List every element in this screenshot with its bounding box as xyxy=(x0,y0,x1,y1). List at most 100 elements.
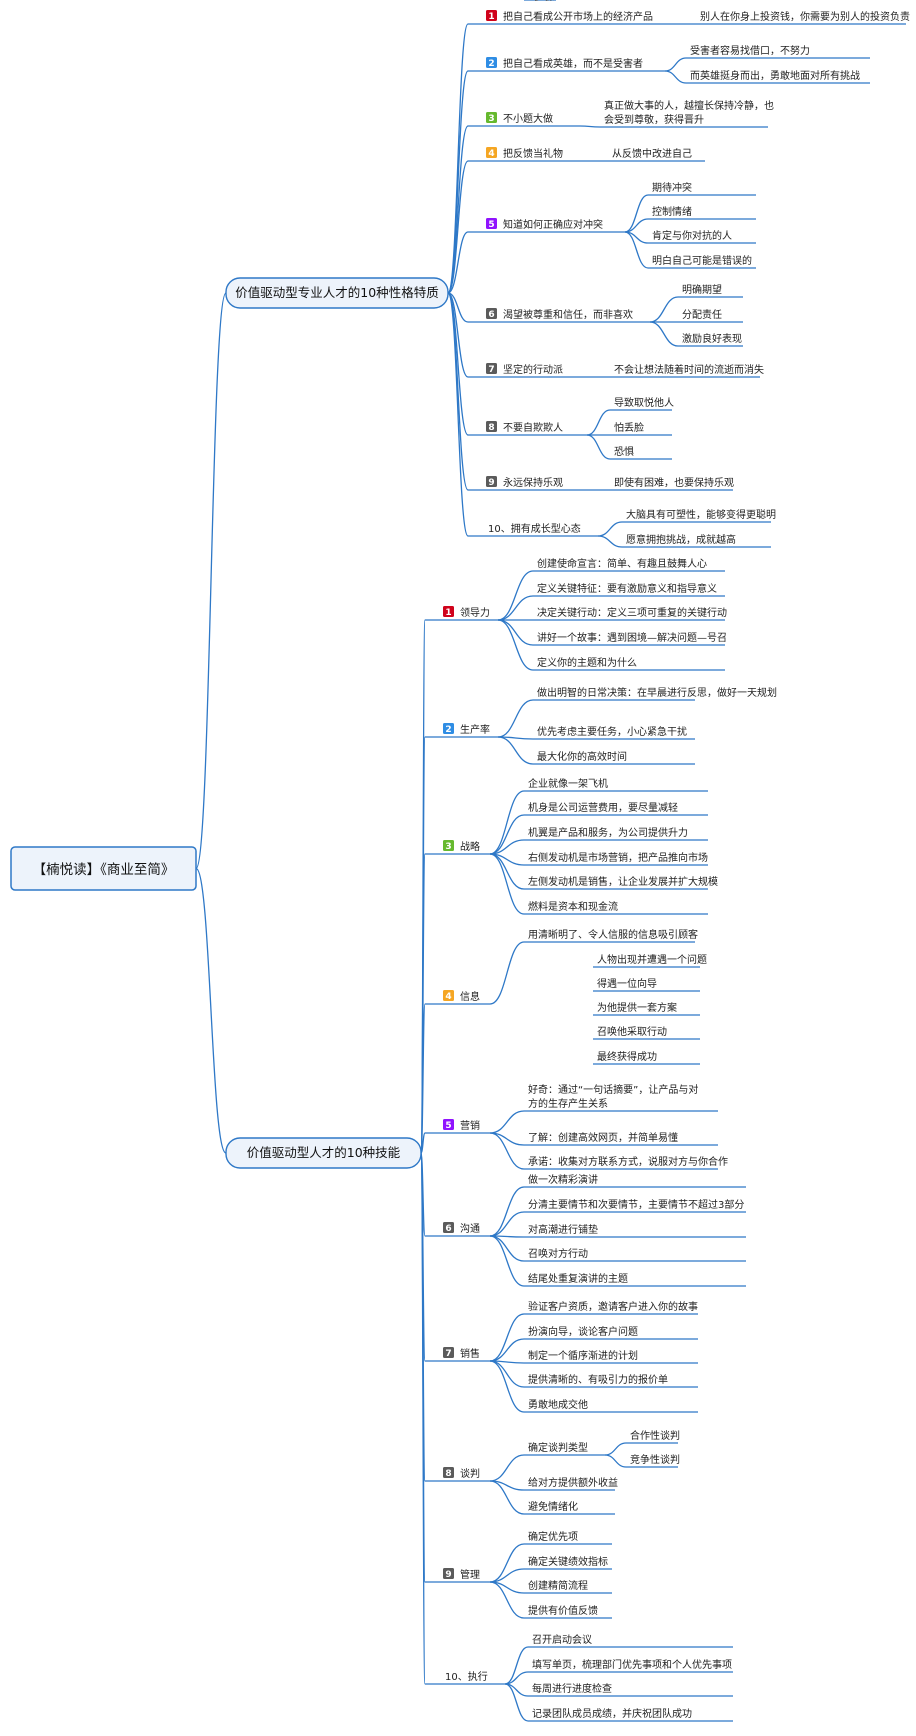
leaf-label: 不会让想法随着时间的流逝而消失 xyxy=(614,363,764,376)
connector xyxy=(497,595,534,621)
connector xyxy=(597,535,623,548)
number-badge-label: 4 xyxy=(445,992,451,1002)
connector xyxy=(420,1152,426,1237)
leaf-label: 最终获得成功 xyxy=(597,1050,657,1063)
leaf-label: 好奇：通过“一句话摘要”，让产品与对方的生存产生关系 xyxy=(528,1083,698,1110)
connector xyxy=(420,1132,426,1154)
leaf-label: 对高潮进行铺垫 xyxy=(528,1223,598,1236)
leaf-label: 受害者容易找借口，不努力 xyxy=(690,44,810,57)
connector xyxy=(447,292,469,537)
leaf-label: 明白自己可能是错误的 xyxy=(652,254,752,267)
connector xyxy=(447,23,469,294)
connector xyxy=(489,1581,525,1619)
leaf-label: 提供清晰的、有吸引力的报价单 xyxy=(528,1373,668,1386)
leaf-label: 创建精简流程 xyxy=(528,1579,588,1592)
topic-label: 10、拥有成长型心态 xyxy=(488,522,581,535)
number-badge-icon xyxy=(443,606,454,617)
leaf-label: 确定优先项 xyxy=(528,1530,578,1543)
topic-label: 知道如何正确应对冲突 xyxy=(503,218,603,231)
topic-label: 永远保持乐观 xyxy=(503,476,563,489)
connector xyxy=(504,1683,529,1722)
leaf-label: 从反馈中改进自己 xyxy=(612,147,692,160)
leaf-label: 创建使命宣言：简单、有趣且鼓舞人心 xyxy=(537,557,707,570)
leaf-label: 企业就像一架飞机 xyxy=(528,777,608,790)
connector xyxy=(649,296,679,323)
leaf-label: 人物出现并遭遇一个问题 xyxy=(597,953,707,966)
leaf-label: 得遇一位向导 xyxy=(597,977,657,990)
topic-label: 销售 xyxy=(460,1347,480,1360)
topic-label: 不要自欺欺人 xyxy=(503,421,563,434)
leaf-label: 即使有困难，也要保持乐观 xyxy=(614,476,734,489)
connector xyxy=(489,1313,525,1362)
number-badge-icon xyxy=(486,218,497,229)
leaf-label: 避免情绪化 xyxy=(528,1500,578,1513)
leaf-label: 分清主要情节和次要情节，主要情节不超过3部分 xyxy=(528,1198,744,1211)
leaf-label: 讲好一个故事：遇到困境—解决问题—号召 xyxy=(537,631,727,644)
leaf-label: 定义你的主题和为什么 xyxy=(537,656,637,669)
number-badge-label: 3 xyxy=(445,842,451,852)
topic-label: 生产率 xyxy=(460,723,490,736)
leaf-label: 提供有价值反馈 xyxy=(528,1604,598,1617)
number-badge-label: 6 xyxy=(488,310,494,320)
connector xyxy=(195,867,227,1154)
leaf-label: 了解：创建高效网页，并简单易懂 xyxy=(528,1131,678,1144)
topic-label: 把自己看成英雄，而不是受害者 xyxy=(503,57,643,70)
leaf-label: 填写单页，梳理部门优先事项和个人优先事项 xyxy=(532,1658,732,1671)
topic-label: 营销 xyxy=(460,1119,480,1132)
connector xyxy=(489,853,525,915)
connector xyxy=(489,1186,525,1237)
leaf-label: 期待冲突 xyxy=(652,181,692,194)
leaf-label: 承诺：收集对方联系方式，说服对方与你合作 xyxy=(528,1155,728,1168)
number-badge-label: 2 xyxy=(445,725,451,735)
leaf-label: 最大化你的高效时间 xyxy=(537,750,627,763)
number-badge-icon xyxy=(486,421,497,432)
leaf-label: 别人在你身上投资钱，你需要为别人的投资负责 xyxy=(700,10,910,23)
number-badge-label: 4 xyxy=(488,149,494,159)
connector xyxy=(497,619,534,671)
number-badge-icon xyxy=(443,840,454,851)
connector xyxy=(195,292,227,870)
number-badge-icon xyxy=(486,57,497,68)
connector xyxy=(497,736,534,765)
number-badge-label: 8 xyxy=(445,1469,451,1479)
connector xyxy=(489,1235,525,1262)
leaf-label: 明确期望 xyxy=(682,283,722,296)
leaf-label: 做一次精彩演讲 xyxy=(528,1173,598,1186)
leaf-label: 记录团队成员成绩，并庆祝团队成功 xyxy=(532,1707,692,1720)
leaf-label: 每周进行进度检查 xyxy=(532,1682,612,1695)
connector xyxy=(664,70,687,84)
connector xyxy=(497,570,534,621)
leaf-label: 用清晰明了、令人信服的信息吸引顾客 xyxy=(528,928,698,941)
number-badge-label: 9 xyxy=(445,1570,451,1580)
connector xyxy=(489,1543,525,1583)
connector xyxy=(624,231,649,269)
leaf-label: 竞争性谈判 xyxy=(630,1453,680,1466)
subtopic-label: 5步骤 xyxy=(528,0,554,3)
number-badge-icon xyxy=(486,363,497,374)
leaf-label: 怕丢脸 xyxy=(614,421,644,434)
topic-label: 把反馈当礼物 xyxy=(503,147,563,160)
leaf-label: 结尾处重复演讲的主题 xyxy=(528,1272,628,1285)
number-badge-label: 9 xyxy=(488,478,494,488)
topic-label: 领导力 xyxy=(460,606,490,619)
leaf-label: 导致取悦他人 xyxy=(614,396,674,409)
leaf-label: 召唤对方行动 xyxy=(528,1247,588,1260)
leaf-label: 勇敢地成交他 xyxy=(528,1398,588,1411)
number-badge-label: 8 xyxy=(488,423,494,433)
leaf-label: 为他提供一套方案 xyxy=(597,1001,677,1014)
number-badge-label: 7 xyxy=(445,1349,451,1359)
topic-label: 信息 xyxy=(460,990,480,1003)
topic-label: 渴望被尊重和信任，而非喜欢 xyxy=(503,308,633,321)
leaf-label: 愿意拥抱挑战，成就越高 xyxy=(626,533,736,546)
leaf-label: 给对方提供额外收益 xyxy=(528,1476,618,1489)
connector xyxy=(489,790,525,855)
connector xyxy=(489,1132,525,1170)
leaf-label: 制定一个循序渐进的计划 xyxy=(528,1349,638,1362)
connector xyxy=(489,1454,525,1482)
branch-title: 价值驱动型人才的10种技能 xyxy=(247,1145,401,1160)
number-badge-label: 7 xyxy=(488,365,494,375)
connector xyxy=(489,1338,525,1362)
number-badge-label: 5 xyxy=(488,220,494,230)
topic-label: 坚定的行动派 xyxy=(503,363,563,376)
